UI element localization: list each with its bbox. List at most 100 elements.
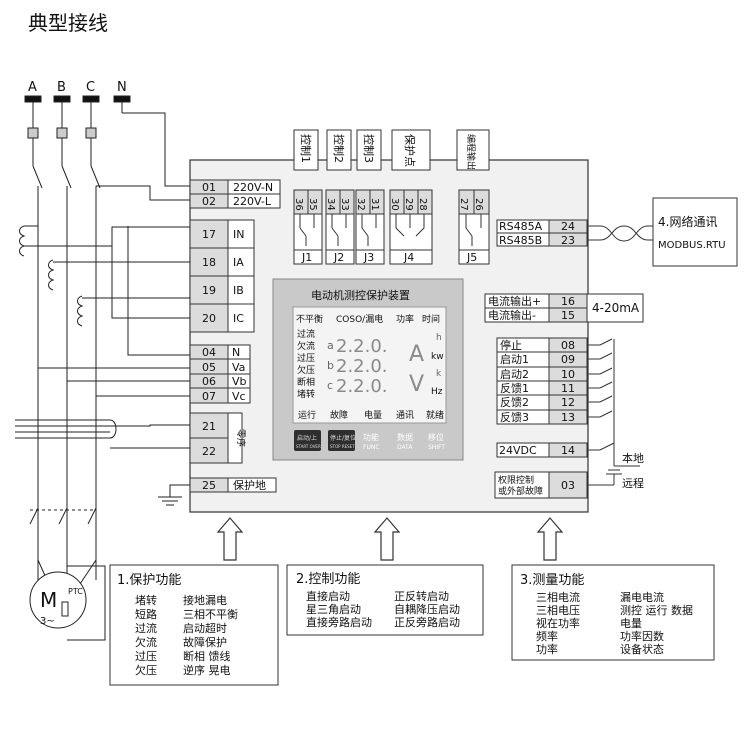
lcd-status-3: 通讯	[396, 410, 414, 421]
lcd-status-2: 电量	[364, 409, 382, 421]
lcd-row-a-digits: 2.2.0.	[336, 336, 388, 357]
protection-col2-3: 故障保护	[183, 635, 227, 649]
terminal-01-label: 220V-N	[233, 181, 273, 194]
stop-button-sub: STOP RESET	[330, 444, 355, 449]
lcd-status-4: 就绪	[426, 409, 444, 421]
protection-col1-4: 过压	[135, 650, 157, 663]
relay-contacts	[299, 214, 482, 246]
lcd-row-b-prefix: b	[327, 359, 334, 372]
terminal-21-num: 21	[202, 420, 216, 433]
stop-reset-button[interactable]	[328, 430, 355, 451]
up-arrows	[216, 517, 564, 561]
lcd-row-b-digits: 2.2.0.	[336, 356, 388, 377]
terminal-05-num: 05	[202, 361, 216, 374]
rs485b-label: RS485B	[499, 234, 542, 247]
terminal-20-label: IC	[233, 312, 244, 325]
analog-out-minus-label: 电流输出-	[488, 308, 536, 322]
analog-out-terminals	[484, 293, 644, 323]
relay-4-label: 保护点	[403, 134, 417, 167]
relay-3-pin-a: 32	[355, 198, 366, 211]
dc24-terminal	[496, 442, 588, 458]
lcd-left-label-0: 过流	[297, 328, 315, 340]
lcd-kw-unit: kw	[431, 352, 444, 362]
dc24-num: 14	[561, 444, 575, 457]
lcd-status-1: 故障	[330, 409, 348, 421]
measure-col1-1: 三相电压	[536, 604, 580, 617]
protection-col1-2: 过流	[135, 621, 157, 635]
terminal-20-num: 20	[202, 312, 216, 325]
relay-2-pin-a: 34	[325, 198, 336, 211]
lcd-row-c-prefix: c	[327, 379, 333, 392]
relay-3-label: 控制3	[362, 134, 376, 163]
lcd-k-mark: k	[436, 369, 442, 379]
relay-2-pin-b: 33	[339, 198, 350, 211]
relay-5-pin-b: 26	[473, 198, 484, 211]
func-button[interactable]: 功能	[363, 432, 379, 442]
measure-col2-0: 漏电电流	[620, 590, 664, 604]
lcd-left-label-1: 欠流	[297, 340, 315, 352]
phase-a-label: A	[28, 80, 37, 95]
relay-3-block: J3	[363, 251, 374, 264]
ptc-sensor-icon	[61, 601, 69, 617]
terminal-19-label: IB	[233, 284, 244, 297]
measure-col2-2: 电量	[620, 617, 642, 630]
terminal-05-label: Va	[232, 361, 245, 374]
control-col1-1: 星三角启动	[306, 603, 361, 616]
permission-line1: 权限控制	[498, 474, 534, 486]
lcd-screen	[292, 306, 447, 424]
lcd-unit-a: A	[409, 342, 424, 367]
permission-terminal	[494, 471, 588, 499]
phase-c-label: C	[86, 80, 95, 95]
start-button-sub: START OVER	[296, 444, 321, 449]
measure-col2-1: 测控 运行 数据	[620, 603, 693, 617]
terminal-07-num: 07	[202, 390, 216, 403]
relay-4-block: J4	[403, 251, 414, 264]
measure-col1-4: 功率	[536, 642, 558, 656]
control-col2-1: 自耦降压启动	[394, 602, 460, 616]
lcd-unit-v: V	[409, 372, 424, 397]
control-col1-2: 直接旁路启动	[306, 615, 372, 629]
measure-box	[511, 564, 715, 661]
input-fb2-num: 12	[561, 396, 575, 409]
shift-button[interactable]: 移位	[428, 432, 444, 442]
terminal-07-label: Vc	[232, 390, 246, 403]
motor-ptc: PTC	[68, 587, 83, 596]
start-button[interactable]	[294, 430, 321, 451]
terminal-25-label: 保护地	[233, 478, 266, 492]
relay-1-pin-b: 35	[307, 198, 318, 211]
terminal-18-label: IA	[233, 256, 244, 269]
stop-button-label: 停止/复位	[330, 434, 356, 442]
start-button-label: 启动/上	[297, 434, 317, 442]
relay-2-block: J2	[333, 251, 344, 264]
func-button-sub: FUNC	[363, 444, 380, 451]
rs485-twisted-pair	[587, 225, 653, 242]
input-terminals	[496, 337, 588, 425]
protection-col2-2: 启动超时	[183, 621, 227, 635]
relay-pin-blocks	[293, 189, 490, 265]
data-button[interactable]: 数据	[397, 432, 413, 442]
relay-1-pin-a: 36	[293, 198, 304, 211]
relay-1-label: 控制1	[299, 134, 313, 163]
terminal-17-num: 17	[202, 228, 216, 241]
relay-4-pin-a: 30	[389, 198, 400, 211]
leakage-label: 零序	[235, 429, 247, 447]
protection-box	[109, 564, 279, 686]
input-fb2-label: 反馈2	[500, 396, 529, 409]
lcd-hz-unit: Hz	[431, 387, 443, 397]
lcd-left-label-3: 欠压	[297, 364, 315, 376]
terminal-04-label: N	[232, 346, 240, 359]
relay-3-pin-b: 31	[369, 198, 380, 211]
input-stop-label: 停止	[500, 338, 522, 352]
permission-num: 03	[561, 479, 575, 492]
terminal-04-num: 04	[202, 346, 216, 359]
terminal-25-num: 25	[202, 479, 216, 492]
permission-line2: 或外部故障	[498, 485, 543, 497]
remote-label: 远程	[622, 477, 644, 490]
protection-col1-5: 欠压	[135, 663, 157, 677]
protection-col2-5: 逆序 晃电	[183, 663, 231, 677]
phase-wiring	[15, 95, 190, 641]
control-col2-0: 正反转启动	[394, 589, 449, 603]
measure-col1-3: 频率	[536, 629, 558, 643]
protection-col1-3: 欠流	[135, 635, 157, 649]
analog-out-plus-num: 16	[561, 295, 575, 308]
